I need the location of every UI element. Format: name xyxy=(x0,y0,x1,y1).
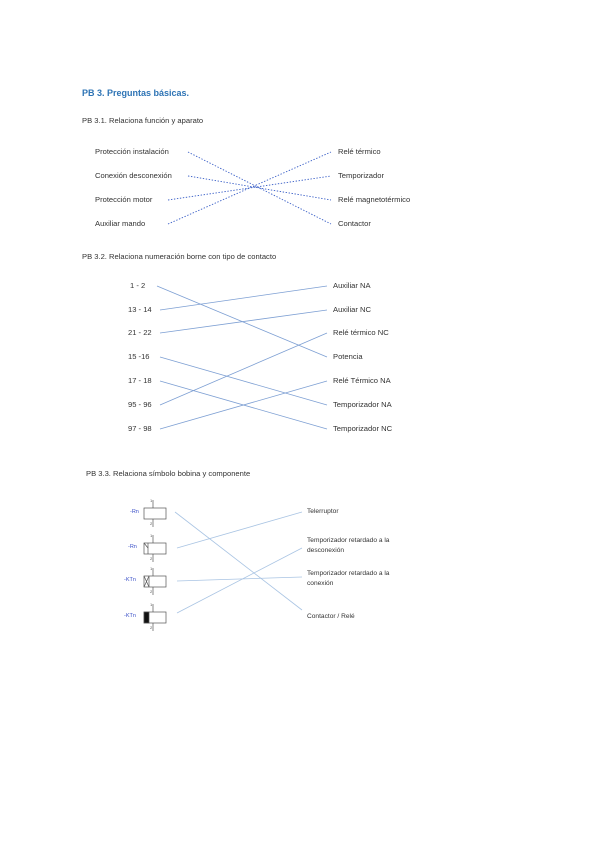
coil-label: -Rn xyxy=(130,509,139,515)
section-2-links xyxy=(156,285,328,430)
s2-right-item: Potencia xyxy=(333,352,363,361)
s3-right-item: Telerruptor xyxy=(307,508,339,515)
s1-right-item: Relé magnetotérmico xyxy=(338,195,411,204)
coil-pin: 2 xyxy=(150,589,153,594)
section-2-title: PB 3.2. Relaciona numeración borne con t… xyxy=(82,252,277,261)
section-3-links xyxy=(174,511,303,614)
s1-left-item: Protección instalación xyxy=(95,147,169,156)
s1-left-item: Auxiliar mando xyxy=(95,219,146,228)
coil-pin: 1 xyxy=(150,566,153,571)
s2-right-item: Temporizador NA xyxy=(333,400,392,409)
section-1-title: PB 3.1. Relaciona función y aparato xyxy=(82,116,204,125)
coil-label: -KTn xyxy=(124,577,136,583)
coil-pin: 1 xyxy=(150,498,153,503)
link-line-2 xyxy=(159,309,328,334)
s2-left-item: 97 - 98 xyxy=(128,424,152,433)
link-line-3 xyxy=(176,547,303,614)
s2-right-item: Relé Térmico NA xyxy=(333,376,391,385)
s2-left-item: 17 - 18 xyxy=(128,376,152,385)
coil-pin: 2 xyxy=(150,625,153,630)
coil-symbol-delay-off xyxy=(143,568,167,595)
coil-label: -Rn xyxy=(128,544,137,550)
link-line-0 xyxy=(174,511,303,611)
s2-left-item: 21 - 22 xyxy=(128,328,152,337)
link-line-1 xyxy=(159,285,328,311)
s2-left-item: 13 - 14 xyxy=(128,305,152,314)
s1-left-item: Conexión desconexión xyxy=(95,171,172,180)
s1-right-item: Relé térmico xyxy=(338,147,381,156)
link-line-5 xyxy=(159,332,328,406)
s2-right-item: Auxiliar NC xyxy=(333,305,371,314)
coil-pin: 2 xyxy=(150,556,153,561)
link-line-1 xyxy=(176,511,303,549)
coil-pin: 1 xyxy=(150,533,153,538)
coil-pin: 1 xyxy=(150,602,153,607)
coil-symbol-plain xyxy=(143,500,167,527)
section-1-links xyxy=(167,151,332,225)
s2-right-item: Temporizador NC xyxy=(333,424,393,433)
coil-pin: 2 xyxy=(150,521,153,526)
s2-left-item: 15 -16 xyxy=(128,352,150,361)
s2-right-item: Auxiliar NA xyxy=(333,281,371,290)
s1-left-item: Protección motor xyxy=(95,195,153,204)
s2-left-item: 95 - 96 xyxy=(128,400,152,409)
page-title: PB 3. Preguntas básicas. xyxy=(82,88,190,98)
link-line-1 xyxy=(187,175,332,201)
coil-label: -KTn xyxy=(124,613,136,619)
section-3-title: PB 3.3. Relaciona símbolo bobina y compo… xyxy=(86,469,251,478)
s3-right-item: Contactor / Relé xyxy=(307,613,355,620)
link-line-3 xyxy=(159,356,328,406)
s1-right-item: Contactor xyxy=(338,219,371,228)
coil-symbol-remanent xyxy=(143,535,167,562)
s1-right-item: Temporizador xyxy=(338,171,385,180)
link-line-6 xyxy=(159,380,328,430)
s2-right-item: Relé térmico NC xyxy=(333,328,389,337)
link-line-2 xyxy=(167,175,332,201)
s2-left-item: 1 - 2 xyxy=(130,281,146,290)
coil-symbol-delay-on xyxy=(143,604,167,631)
link-line-2 xyxy=(176,576,303,582)
